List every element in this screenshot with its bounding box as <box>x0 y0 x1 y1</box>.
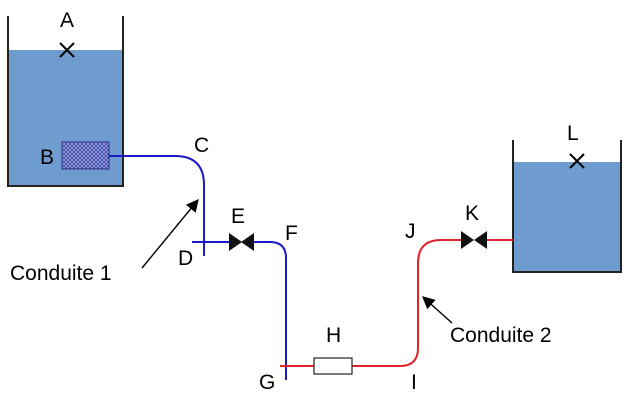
label-c: C <box>194 134 209 157</box>
label-h: H <box>326 324 341 347</box>
reservoir-left-walls <box>7 16 124 187</box>
arrow-conduite-2 <box>422 296 453 324</box>
label-b: B <box>40 146 54 169</box>
label-a: A <box>60 9 74 32</box>
conduite-1-pipe <box>109 155 287 380</box>
free-surface-x-mark-l <box>569 153 585 169</box>
label-i: I <box>411 371 417 394</box>
reservoir-left <box>7 16 124 187</box>
label-l: L <box>567 122 579 145</box>
label-e: E <box>231 205 245 228</box>
label-f: F <box>285 222 298 245</box>
free-surface-x-mark-a <box>59 42 75 58</box>
conduite-2-pipe <box>280 239 513 367</box>
reservoir-right-water <box>513 162 621 272</box>
label-k: K <box>465 202 479 225</box>
component-h <box>313 357 353 375</box>
label-conduite-1: Conduite 1 <box>10 262 112 285</box>
label-d: D <box>178 247 193 270</box>
label-j: J <box>405 220 416 243</box>
valve-e-icon <box>229 233 254 251</box>
reservoir-right-walls <box>512 140 622 273</box>
valve-k-icon <box>461 231 487 249</box>
label-conduite-2: Conduite 2 <box>450 324 552 347</box>
filter-block-b <box>61 141 110 170</box>
reservoir-right <box>512 140 622 273</box>
label-g: G <box>259 371 275 394</box>
arrow-conduite-1 <box>141 199 199 269</box>
